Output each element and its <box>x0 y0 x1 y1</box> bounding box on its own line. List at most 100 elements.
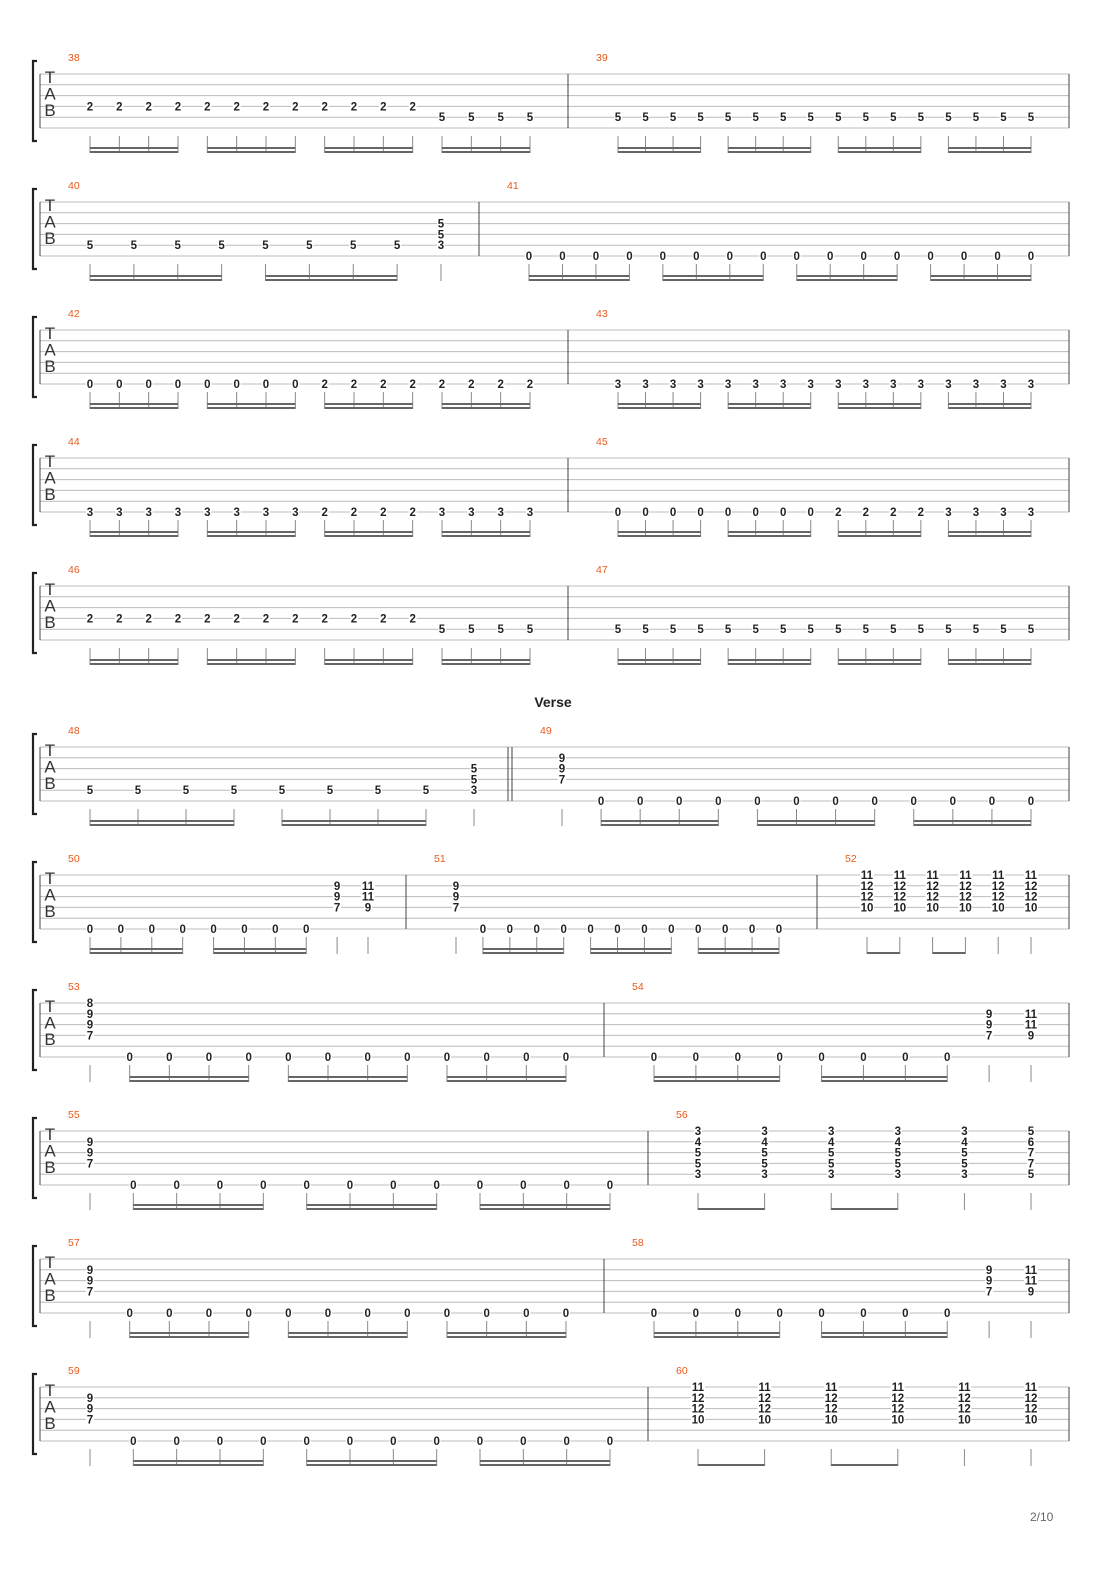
beam <box>207 535 296 537</box>
fret-bg <box>558 774 566 785</box>
fret-number: 9 <box>559 753 565 765</box>
tab-clef-letter: T <box>45 869 55 888</box>
fret-bg <box>558 763 566 774</box>
fret-bg <box>694 1158 702 1169</box>
beam <box>590 952 672 954</box>
beam <box>948 659 1031 661</box>
fret-bg <box>361 891 375 902</box>
fret-bg <box>859 251 868 261</box>
fret-bg <box>831 796 840 806</box>
fret-number: 0 <box>272 924 278 936</box>
fret-bg <box>86 379 94 389</box>
fret-bg <box>562 1308 570 1318</box>
measure-number: 47 <box>596 564 608 576</box>
fret-bg <box>174 101 182 112</box>
fret-bg <box>614 379 622 389</box>
fret-number: 0 <box>526 251 532 263</box>
fret-bg <box>408 613 417 624</box>
fret-number: 0 <box>832 796 838 808</box>
fret-bg <box>470 785 478 796</box>
fret-bg <box>817 1308 826 1318</box>
fret-bg <box>971 624 980 635</box>
fret-bg <box>1024 891 1038 902</box>
fret-number: 0 <box>902 1052 908 1064</box>
beam <box>838 403 921 405</box>
beam <box>821 1336 948 1338</box>
beam <box>90 151 178 153</box>
fret-number: 3 <box>1000 379 1006 391</box>
beam <box>213 952 307 954</box>
beam <box>324 531 413 533</box>
fret-number: 0 <box>818 1052 824 1064</box>
fret-bg <box>259 1436 268 1446</box>
beam <box>90 535 178 537</box>
fret-bg <box>86 1403 94 1414</box>
fret-number: 3 <box>761 1169 767 1181</box>
fret-number: 2 <box>409 379 415 391</box>
fret-number: 0 <box>166 1308 172 1320</box>
fret-number: 0 <box>241 924 247 936</box>
fret-bg <box>817 1052 826 1062</box>
fret-bg <box>958 870 973 880</box>
fret-bg <box>985 1030 994 1041</box>
fret-number: 0 <box>303 1180 309 1192</box>
fret-bg <box>692 251 701 261</box>
fret-number: 5 <box>863 112 870 124</box>
fret-number: 7 <box>87 1286 93 1298</box>
fret-bg <box>948 796 957 806</box>
fret-number: 0 <box>927 251 933 263</box>
fret-bg <box>985 1019 994 1030</box>
system-bracket <box>31 1116 37 1200</box>
beam <box>90 952 183 954</box>
fret-number: 11 <box>927 870 940 882</box>
fret-number: 2 <box>175 613 181 625</box>
fret-number: 12 <box>825 1393 838 1405</box>
fret-number: 3 <box>945 379 951 391</box>
fret-bg <box>482 1308 491 1318</box>
fret-number: 5 <box>439 624 446 636</box>
fret-bg <box>86 924 94 934</box>
fret-number: 5 <box>780 624 787 636</box>
fret-bg <box>694 1147 702 1158</box>
fret-number: 10 <box>758 1414 771 1426</box>
fret-bg <box>203 379 212 389</box>
fret-number: 0 <box>818 1308 824 1320</box>
fret-number: 0 <box>1028 796 1034 808</box>
fret-number: 0 <box>507 924 513 936</box>
fret-bg <box>526 507 534 517</box>
fret-number: 2 <box>380 613 386 625</box>
measure-number: 56 <box>676 1109 688 1121</box>
fret-bg <box>748 924 757 934</box>
fret-bg <box>892 870 907 880</box>
fret-number: 0 <box>444 1308 450 1320</box>
fret-bg <box>476 1180 484 1190</box>
fret-number: 0 <box>735 1052 741 1064</box>
fret-number: 3 <box>439 507 445 519</box>
fret-bg <box>916 112 925 123</box>
fret-number: 3 <box>752 379 758 391</box>
fret-number: 2 <box>409 507 415 519</box>
measure-number: 54 <box>632 981 644 993</box>
fret-number: 5 <box>761 1148 768 1160</box>
system-bracket <box>31 732 37 816</box>
fret-number: 7 <box>559 774 565 786</box>
fret-number: 0 <box>607 1436 613 1448</box>
fret-number: 12 <box>891 1404 904 1416</box>
fret-bg <box>999 507 1008 517</box>
fret-bg <box>173 240 182 251</box>
tab-clef-letter: B <box>44 101 55 120</box>
fret-number: 5 <box>890 112 897 124</box>
fret-bg <box>467 379 476 389</box>
fret-number: 5 <box>895 1158 902 1170</box>
fret-number: 0 <box>563 1308 569 1320</box>
fret-bg <box>760 1126 769 1136</box>
fret-number: 7 <box>986 1286 992 1298</box>
fret-number: 11 <box>959 870 972 882</box>
tab-clef-letter: T <box>45 741 55 760</box>
fret-bg <box>174 379 182 389</box>
fret-bg <box>174 507 182 517</box>
fret-bg <box>641 624 650 635</box>
fret-bg <box>115 101 124 112</box>
measure-number: 48 <box>68 725 80 737</box>
fret-number: 5 <box>945 624 952 636</box>
